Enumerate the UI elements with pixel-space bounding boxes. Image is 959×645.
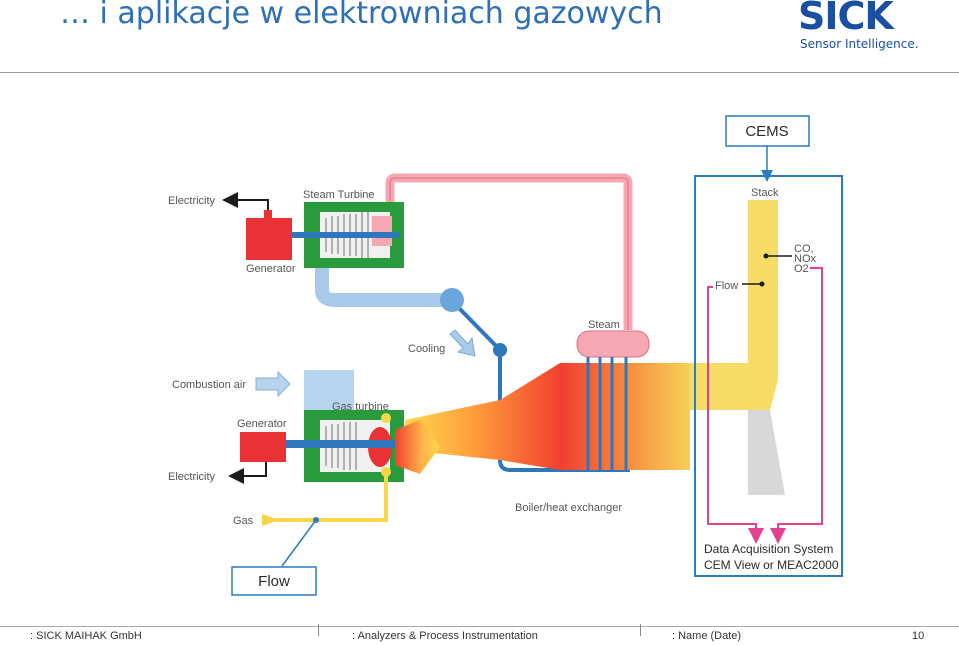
- generator-top: [246, 218, 292, 260]
- label-nox: NOx: [794, 253, 817, 265]
- combustion-air-arrow: [255, 371, 291, 397]
- footer-separator: [640, 624, 641, 636]
- label-steam-turbine: Steam Turbine: [303, 189, 375, 201]
- page-title: … i aplikacje w elektrowniach gazowych: [60, 0, 663, 31]
- footer-division: : Analyzers & Process Instrumentation: [352, 630, 538, 642]
- cooling-arrow: [449, 329, 476, 357]
- gas-signal-line: [770, 267, 823, 544]
- label-daq-line2: CEM View or MEAC2000: [704, 558, 839, 572]
- label-stack: Stack: [751, 187, 779, 199]
- footer-divider: [0, 626, 959, 627]
- cems-box: [725, 115, 810, 147]
- label-daq-line1: Data Acquisition System: [704, 542, 833, 556]
- power-plant-diagram: Electricity Steam Turbine Generator Cool…: [168, 115, 843, 596]
- label-combustion-air: Combustion air: [172, 379, 246, 391]
- header-divider: [0, 72, 959, 73]
- boiler-tubes: [586, 357, 628, 470]
- steam-pipe: [385, 173, 633, 330]
- footer: : SICK MAIHAK GmbH : Analyzers & Process…: [0, 620, 959, 645]
- page-number: 10: [912, 630, 925, 642]
- electricity-bottom-line: [228, 462, 267, 484]
- label-gas: Gas: [233, 515, 254, 527]
- label-generator-bottom: Generator: [237, 418, 287, 430]
- footer-company: : SICK MAIHAK GmbH: [30, 630, 142, 642]
- generator-bottom: [240, 432, 286, 462]
- logo-tagline: Sensor Intelligence.: [800, 37, 919, 51]
- valve-node: [440, 288, 464, 312]
- label-gas-turbine: Gas turbine: [332, 401, 389, 413]
- label-o2: O2: [794, 263, 809, 275]
- logo-wordmark: SICK: [798, 0, 894, 38]
- label-flow-stack: Flow: [715, 280, 738, 292]
- boiler-heat-exchanger: [405, 363, 690, 470]
- flow-signal-line: [707, 286, 764, 544]
- label-generator-top: Generator: [246, 263, 296, 275]
- label-flow-box: Flow: [258, 573, 290, 590]
- electricity-top-line: [222, 192, 269, 210]
- gas-turbine: [260, 370, 440, 482]
- gas-line: [262, 472, 388, 522]
- label-electricity-top: Electricity: [168, 195, 216, 207]
- footer-separator: [318, 624, 319, 636]
- label-co: CO,: [794, 243, 814, 255]
- cooling-pipe: [315, 250, 448, 307]
- steam-turbine: [260, 202, 404, 268]
- label-cems: CEMS: [745, 123, 788, 140]
- label-boiler: Boiler/heat exchanger: [515, 502, 622, 514]
- footer-name-date: : Name (Date): [672, 630, 742, 642]
- flow-box: [231, 566, 317, 596]
- label-electricity-bottom: Electricity: [168, 471, 216, 483]
- label-steam: Steam: [588, 319, 620, 331]
- label-cooling: Cooling: [408, 343, 445, 355]
- stack: [690, 200, 778, 410]
- steam-drum: [576, 330, 650, 358]
